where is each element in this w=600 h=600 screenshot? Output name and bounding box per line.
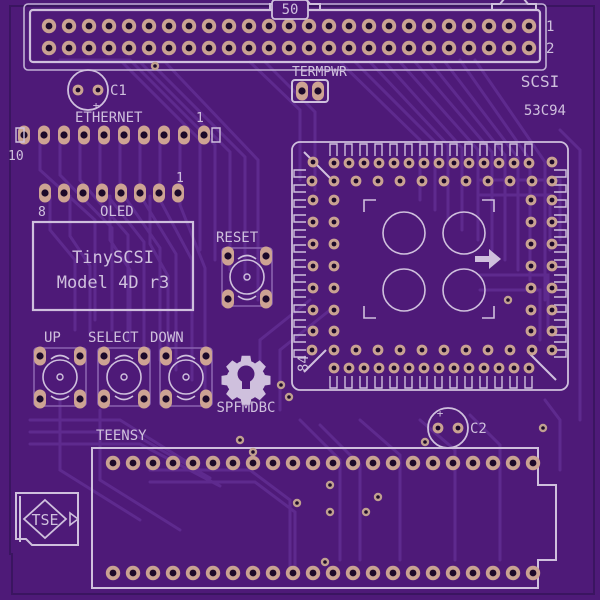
c2-designator-label: C2 xyxy=(470,421,487,437)
c2-pad-1 xyxy=(432,422,444,434)
c2-via xyxy=(420,437,430,447)
c1-polarity-plus-label: + xyxy=(93,99,100,112)
up-body-outline xyxy=(33,347,87,407)
ethernet-pin-10-label: 10 xyxy=(8,149,24,164)
c1-pad-negative xyxy=(72,84,84,96)
via-near-logo-1 xyxy=(276,380,286,390)
teensy-label: TEENSY xyxy=(96,428,147,444)
scsi-connector-label: SCSI xyxy=(521,72,560,91)
ethernet-label: ETHERNET xyxy=(75,110,143,126)
teensy-socket[interactable]: TEENSY xyxy=(91,428,557,589)
reset-spring-marks xyxy=(237,254,257,301)
scsi-pin-2-label: 2 xyxy=(546,41,554,57)
teensy-via-6 xyxy=(373,492,383,502)
up-button[interactable]: UP xyxy=(33,330,87,409)
up-spring-marks xyxy=(50,354,70,401)
up-label: UP xyxy=(44,330,61,346)
select-plunger-outline xyxy=(106,359,142,395)
teensy-via-2 xyxy=(325,507,335,517)
down-label: DOWN xyxy=(150,330,184,346)
up-plunger-outline xyxy=(42,359,78,395)
teensy-via-7 xyxy=(235,435,245,445)
termpwr-pad-2 xyxy=(312,81,324,101)
down-spring-marks xyxy=(176,354,196,401)
c1-outline xyxy=(67,69,109,111)
c1-pad-positive xyxy=(92,84,104,96)
teensy-via-1 xyxy=(325,480,335,490)
reset-pad-4 xyxy=(260,289,272,309)
ethernet-header[interactable]: ETHERNET 1 10 xyxy=(8,110,221,164)
termpwr-outline xyxy=(291,79,329,103)
gear-icon xyxy=(221,355,271,405)
tse-diamond-icon xyxy=(22,498,68,540)
reset-body-outline xyxy=(221,247,273,307)
reset-pad-1 xyxy=(222,246,234,266)
reset-pad-3 xyxy=(222,289,234,309)
sd-card-slot-silkscreen: TSE xyxy=(15,492,80,546)
title-silkscreen-box: TinySCSI Model 4D r3 xyxy=(31,220,195,312)
title-box-outline xyxy=(31,220,195,312)
down-button[interactable]: DOWN xyxy=(150,330,213,409)
teensy-via-3 xyxy=(361,507,371,517)
oled-header[interactable]: OLED 1 8 xyxy=(38,171,184,220)
scsi-header[interactable]: 50 1 2 SCSI xyxy=(23,0,560,91)
chip-orientation-arrow-icon xyxy=(475,249,501,269)
termpwr-jumper[interactable]: TERMPWR xyxy=(291,65,347,103)
oled-pin-8-label: 8 xyxy=(38,205,46,220)
chip-interior-marks xyxy=(363,199,495,319)
reset-plunger-outline xyxy=(229,259,265,295)
teensy-via-5 xyxy=(292,498,302,508)
chip-53c94-footprint[interactable]: 53C94 xyxy=(291,103,569,391)
select-spring-marks xyxy=(114,354,134,401)
c2-pad-2 xyxy=(452,422,464,434)
oled-label: OLED xyxy=(100,204,134,220)
scsi-key-notch-right-icon xyxy=(491,0,537,10)
via-near-logo-2 xyxy=(284,392,294,402)
chip-corner-chamfer-icon-2 xyxy=(303,349,327,373)
chip-53c94-designator: 53C94 xyxy=(524,103,566,119)
board-title-line1: TinySCSI xyxy=(72,248,154,268)
reset-plunger-center xyxy=(243,273,251,281)
ethernet-pin-1-label: 1 xyxy=(196,111,204,126)
teensy-via-8 xyxy=(248,447,258,457)
down-plunger-center xyxy=(182,373,190,381)
sd-play-arrow-icon xyxy=(69,511,80,527)
select-body-outline xyxy=(97,347,151,407)
oled-pin-1-label: 1 xyxy=(176,171,184,186)
chip-via xyxy=(503,295,513,305)
teensy-via-4 xyxy=(320,557,330,567)
down-plunger-outline xyxy=(168,359,204,395)
scsi-pin-50-label: 50 xyxy=(282,2,299,18)
scsi-pin50-label-box xyxy=(271,0,309,20)
select-button[interactable]: SELECT xyxy=(88,330,151,409)
c1-designator-label: C1 xyxy=(110,83,127,99)
via-right-1 xyxy=(538,423,548,433)
termpwr-label: TERMPWR xyxy=(292,65,347,80)
chip-53c94-outline xyxy=(291,141,569,391)
board-title-line2: Model 4D r3 xyxy=(57,273,170,293)
chip-socket-legs xyxy=(293,143,567,389)
ethernet-outline xyxy=(15,127,221,143)
reset-button[interactable]: RESET xyxy=(216,230,273,309)
capacitor-c1[interactable]: + C1 xyxy=(67,69,127,112)
scsi-via xyxy=(150,61,160,71)
up-plunger-center xyxy=(56,373,64,381)
chip-corner-chamfer-icon xyxy=(529,353,557,381)
termpwr-pad-1 xyxy=(296,81,308,101)
board-edge-cut xyxy=(9,5,595,595)
select-plunger-center xyxy=(120,373,128,381)
logo-text: SPFMDBC xyxy=(216,400,275,416)
select-label: SELECT xyxy=(88,330,139,346)
chip-pin-84-label: 84 xyxy=(296,355,312,372)
reset-label: RESET xyxy=(216,230,259,246)
sd-logo-text: TSE xyxy=(31,511,58,529)
reset-pad-2 xyxy=(260,246,272,266)
copper-traces-layer xyxy=(28,58,582,577)
c2-polarity-plus-label: + xyxy=(437,407,444,420)
scsi-pin-1-label: 1 xyxy=(546,19,554,35)
sd-card-outline xyxy=(15,492,79,546)
down-body-outline xyxy=(159,347,213,407)
